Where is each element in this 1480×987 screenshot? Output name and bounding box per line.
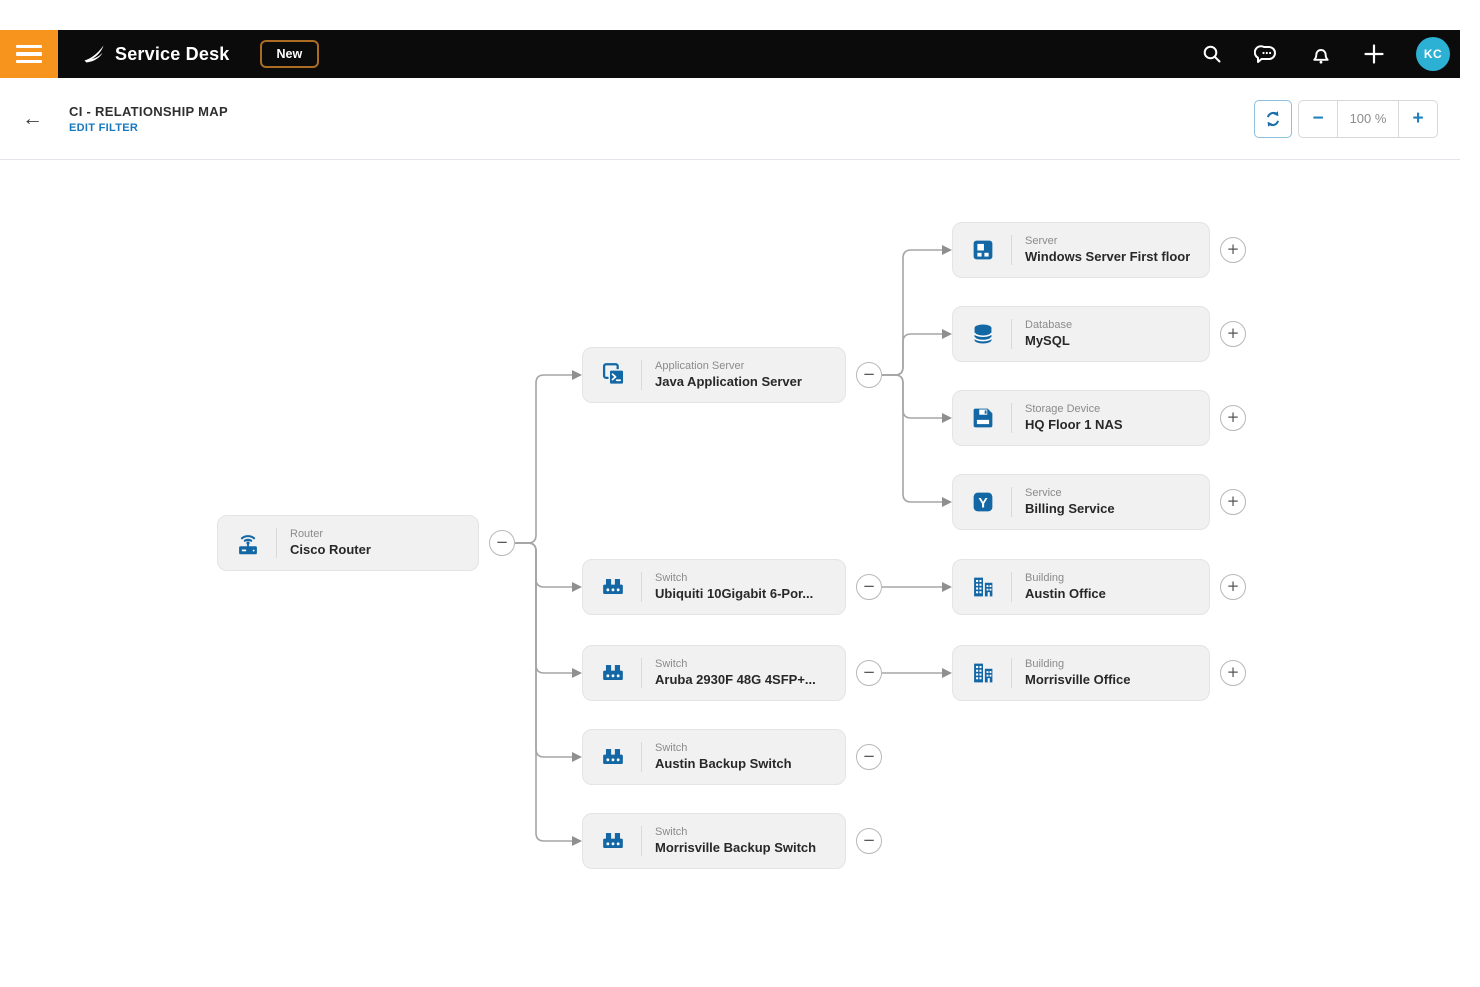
collapse-button-switch-ubiquiti[interactable]: −	[856, 574, 882, 600]
collapse-button-router[interactable]: −	[489, 530, 515, 556]
node-name-label: Ubiquiti 10Gigabit 6-Por...	[655, 586, 814, 602]
node-divider	[641, 658, 642, 688]
bell-icon[interactable]	[1308, 42, 1332, 66]
expand-button-building-austin[interactable]: +	[1220, 574, 1246, 600]
node-divider	[641, 826, 642, 856]
node-divider	[1011, 235, 1012, 265]
node-type-label: Building	[1025, 657, 1065, 670]
plus-icon[interactable]	[1362, 42, 1386, 66]
service-icon: Y	[968, 487, 998, 517]
switch-icon	[598, 658, 628, 688]
switch-icon	[598, 572, 628, 602]
expand-button-building-morrisville[interactable]: +	[1220, 660, 1246, 686]
node-type-label: Storage Device	[1025, 402, 1101, 415]
top-bar: Service Desk New KC	[0, 30, 1460, 78]
chat-icon[interactable]	[1254, 42, 1278, 66]
node-divider	[1011, 572, 1012, 602]
building-icon	[968, 658, 998, 688]
zoom-controls: − 100 % +	[1254, 99, 1438, 138]
zoom-out-button[interactable]: −	[1312, 107, 1324, 129]
expand-button-server-windows[interactable]: +	[1220, 237, 1246, 263]
switch-icon	[598, 742, 628, 772]
node-name-label: Windows Server First floor	[1025, 249, 1191, 265]
node-name-label: Morrisville Backup Switch	[655, 840, 817, 856]
page-header: ← CI - RELATIONSHIP MAP EDIT FILTER − 10…	[0, 78, 1460, 160]
building-icon	[968, 572, 998, 602]
switch-icon	[598, 826, 628, 856]
node-name-label: HQ Floor 1 NAS	[1025, 417, 1123, 433]
node-name-label: Austin Backup Switch	[655, 756, 792, 772]
collapse-button-switch-aruba[interactable]: −	[856, 660, 882, 686]
back-arrow-icon[interactable]: ←	[22, 107, 43, 130]
node-divider	[641, 360, 642, 390]
node-type-label: Switch	[655, 571, 688, 584]
search-icon[interactable]	[1200, 42, 1224, 66]
storage-icon	[968, 403, 998, 433]
expand-button-database-mysql[interactable]: +	[1220, 321, 1246, 347]
node-type-label: Application Server	[655, 359, 745, 372]
collapse-button-switch-morrisville-backup[interactable]: −	[856, 828, 882, 854]
node-type-label: Switch	[655, 657, 688, 670]
connector-lines	[515, 245, 952, 846]
ci-node-storage-nas[interactable]: Storage Device HQ Floor 1 NAS	[952, 390, 1210, 446]
node-divider	[1011, 319, 1012, 349]
application-server-icon	[598, 360, 628, 390]
node-divider	[1011, 487, 1012, 517]
new-button[interactable]: New	[259, 40, 320, 68]
node-name-label: Billing Service	[1025, 501, 1115, 517]
router-icon	[233, 528, 263, 558]
node-name-label: Java Application Server	[655, 374, 802, 390]
node-name-label: Aruba 2930F 48G 4SFP+...	[655, 672, 816, 688]
svg-text:Y: Y	[978, 495, 988, 511]
app-logo[interactable]: Service Desk	[82, 42, 230, 66]
node-divider	[1011, 658, 1012, 688]
node-name-label: Morrisville Office	[1025, 672, 1131, 688]
top-bar-actions: KC	[1200, 37, 1450, 71]
database-icon	[968, 319, 998, 349]
node-name-label: Cisco Router	[290, 542, 371, 558]
node-type-label: Router	[290, 527, 324, 540]
node-name-label: MySQL	[1025, 333, 1070, 349]
solarwinds-logo-icon	[82, 42, 106, 66]
node-type-label: Building	[1025, 571, 1065, 584]
zoom-level: 100 %	[1337, 100, 1399, 137]
app-name: Service Desk	[115, 43, 230, 64]
node-divider	[1011, 403, 1012, 433]
node-divider	[276, 528, 277, 558]
zoom-in-button[interactable]: +	[1412, 107, 1424, 129]
node-divider	[641, 572, 642, 602]
edit-filter-link[interactable]: EDIT FILTER	[69, 121, 139, 134]
hamburger-icon[interactable]	[0, 30, 58, 78]
node-type-label: Server	[1025, 234, 1058, 247]
avatar[interactable]: KC	[1416, 37, 1450, 71]
sync-icon[interactable]	[1254, 99, 1292, 138]
node-type-label: Service	[1025, 486, 1062, 499]
node-name-label: Austin Office	[1025, 586, 1106, 602]
node-type-label: Switch	[655, 825, 688, 838]
node-type-label: Database	[1025, 318, 1073, 331]
expand-button-service-billing[interactable]: +	[1220, 489, 1246, 515]
node-type-label: Switch	[655, 741, 688, 754]
collapse-button-switch-austin-backup[interactable]: −	[856, 744, 882, 770]
expand-button-storage-nas[interactable]: +	[1220, 405, 1246, 431]
collapse-button-app-server[interactable]: −	[856, 362, 882, 388]
page-title: CI - RELATIONSHIP MAP	[69, 103, 228, 119]
server-icon	[968, 235, 998, 265]
node-divider	[641, 742, 642, 772]
